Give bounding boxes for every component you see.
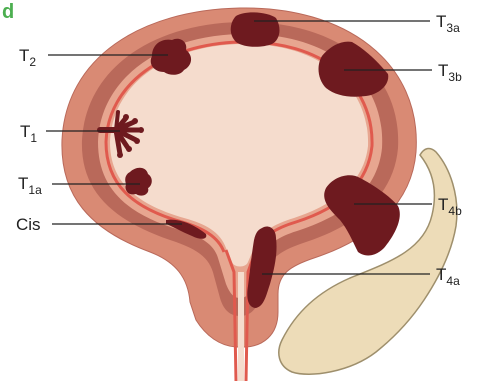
panel-letter: d [2,1,14,23]
label-t1: T1 [20,122,37,145]
tumor-t2 [151,39,191,75]
label-t4a: T4a [436,265,460,288]
urethra-lumen [238,272,244,381]
tumor-t3b [319,42,389,97]
label-t3b: T3b [438,61,462,84]
label-t1a: T1a [18,174,42,197]
label-t3a: T3a [436,12,460,35]
tumor-t3a [231,12,280,46]
label-t2: T2 [19,46,36,69]
label-cis: Cis [16,215,41,234]
